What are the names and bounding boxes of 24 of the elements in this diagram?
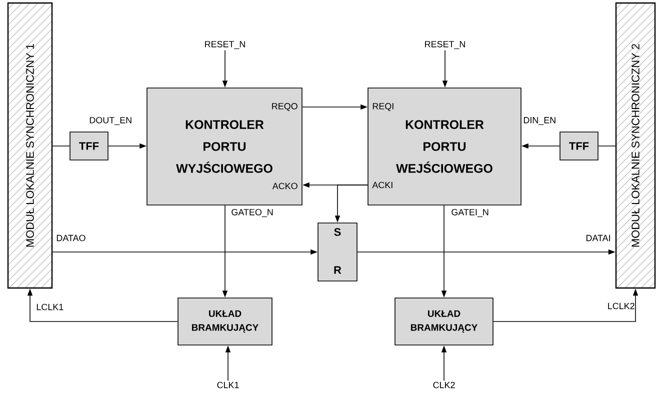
signal-label: GATEI_N [452, 208, 488, 218]
port-label: ACKI [372, 182, 392, 188]
signal-name: RESET_N [205, 40, 245, 50]
flip-flop-box: TFF [70, 132, 108, 160]
flip-flop-box: TFF [560, 132, 598, 160]
gating-circuit-box: UKŁAD BRAMKUJĄCY [394, 298, 494, 346]
signal-name: CLK1 [217, 382, 239, 388]
module-block: MODUŁ LOKALNIE SYNCHRONICZNY 1 [7, 2, 53, 289]
signal-label: LCLK1 [36, 304, 64, 310]
input-label: R [334, 266, 342, 274]
signal-label: GATEO_N [232, 208, 273, 218]
signal-name: RESET_N [425, 40, 465, 50]
port-label: REQO [272, 103, 298, 111]
gating-circuit-box: UKŁAD BRAMKUJĄCY [178, 298, 272, 346]
signal-label: DATAO [56, 234, 86, 242]
port-label: ACKO [272, 182, 298, 190]
signal-name: CLK2 [433, 382, 455, 388]
port-label: REQI [372, 103, 394, 111]
signal-label: DOUT_EN [90, 116, 132, 126]
signal-label: DATAI [586, 234, 610, 242]
module-block: MODUŁ LOKALNIE SYNCHRONICZNY 2 [615, 2, 656, 289]
input-label: S [334, 228, 341, 236]
signal-label: DIN_EN [524, 117, 556, 125]
signal-label: LCLK2 [608, 302, 634, 310]
